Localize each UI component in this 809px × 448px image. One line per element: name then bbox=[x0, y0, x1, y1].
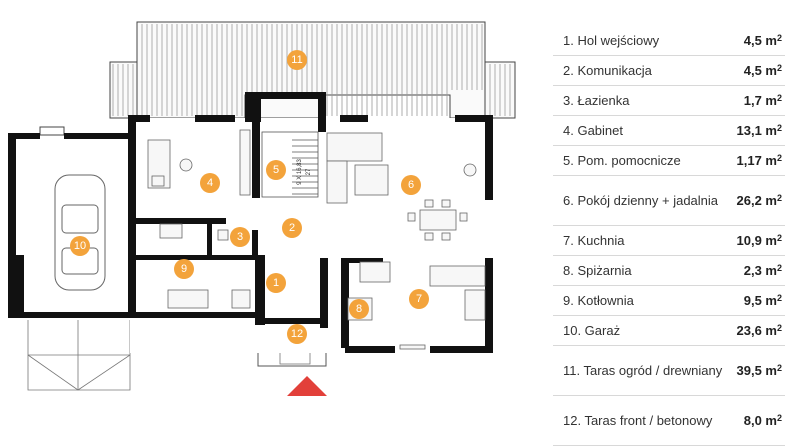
legend-row: 11. Taras ogród / drewniany 39,5 m2 bbox=[553, 346, 785, 396]
legend-room-area: 1,17 m2 bbox=[736, 153, 783, 168]
room-marker-4: 4 bbox=[200, 173, 220, 193]
svg-text:2: 2 bbox=[289, 222, 295, 234]
entrance-arrow bbox=[287, 376, 327, 396]
legend-room-area: 1,7 m2 bbox=[743, 93, 782, 108]
kitchen-furniture bbox=[359, 261, 486, 350]
walls bbox=[8, 92, 493, 353]
room-marker-11: 11 bbox=[287, 50, 307, 70]
legend-room-area: 23,6 m2 bbox=[736, 323, 783, 338]
legend-room-area: 4,5 m2 bbox=[743, 63, 782, 78]
svg-text:6: 6 bbox=[408, 179, 414, 191]
svg-text:8: 8 bbox=[356, 303, 362, 315]
legend-room-area: 4,5 m2 bbox=[743, 33, 782, 48]
legend-room-name: 3. Łazienka bbox=[563, 93, 630, 108]
legend-room-name: 4. Gabinet bbox=[563, 123, 623, 138]
room-marker-6: 6 bbox=[401, 175, 421, 195]
legend-room-area: 2,3 m2 bbox=[743, 263, 782, 278]
legend-room-name: 12. Taras front / betonowy bbox=[563, 413, 713, 428]
room-marker-12: 12 bbox=[287, 324, 307, 344]
garage-driveway bbox=[27, 320, 131, 391]
legend-row: 1. Hol wejściowy 4,5 m2 bbox=[553, 26, 785, 56]
study-furniture bbox=[147, 129, 251, 196]
legend-room-name: 1. Hol wejściowy bbox=[563, 33, 660, 48]
svg-text:10: 10 bbox=[74, 240, 86, 252]
legend-room-name: 9. Kotłownia bbox=[563, 293, 634, 308]
room-marker-8: 8 bbox=[349, 299, 369, 319]
legend-room-name: 2. Komunikacja bbox=[563, 63, 652, 78]
legend-row: 6. Pokój dzienny + jadalnia 26,2 m2 bbox=[553, 176, 785, 226]
legend-room-area: 26,2 m2 bbox=[736, 193, 783, 208]
legend-room-area: 39,5 m2 bbox=[736, 363, 783, 378]
legend-room-name: 8. Spiżarnia bbox=[563, 263, 632, 278]
svg-text:7: 7 bbox=[416, 293, 422, 305]
legend-room-name: 10. Garaż bbox=[563, 323, 621, 338]
legend-room-area: 9,5 m2 bbox=[743, 293, 782, 308]
svg-text:11: 11 bbox=[291, 54, 302, 66]
car-outline bbox=[54, 174, 106, 291]
svg-text:5: 5 bbox=[273, 164, 279, 176]
stair-label-size: 9 X 16,83 bbox=[297, 158, 303, 184]
svg-text:4: 4 bbox=[207, 177, 213, 189]
garden-terrace bbox=[109, 21, 516, 119]
svg-text:3: 3 bbox=[237, 231, 243, 243]
legend-room-name: 6. Pokój dzienny + jadalnia bbox=[563, 193, 719, 208]
room-marker-10: 10 bbox=[70, 236, 90, 256]
legend-row: 7. Kuchnia 10,9 m2 bbox=[553, 226, 785, 256]
legend-row: 5. Pom. pomocnicze 1,17 m2 bbox=[553, 146, 785, 176]
room-marker-2: 2 bbox=[282, 218, 302, 238]
svg-text:9: 9 bbox=[181, 263, 187, 275]
living-room-furniture bbox=[326, 132, 477, 241]
legend-row: 4. Gabinet 13,1 m2 bbox=[553, 116, 785, 146]
legend-row: 8. Spiżarnia 2,3 m2 bbox=[553, 256, 785, 286]
stair-label-count: 27 bbox=[306, 168, 312, 175]
room-marker-9: 9 bbox=[174, 259, 194, 279]
legend-room-name: 5. Pom. pomocnicze bbox=[563, 153, 681, 168]
room-marker-7: 7 bbox=[409, 289, 429, 309]
legend-room-area: 10,9 m2 bbox=[736, 233, 783, 248]
svg-text:12: 12 bbox=[291, 328, 303, 340]
staircase: 9 X 16,83 27 bbox=[261, 131, 319, 198]
legend-row: 12. Taras front / betonowy 8,0 m2 bbox=[553, 396, 785, 446]
legend-room-name: 11. Taras ogród / drewniany bbox=[563, 363, 723, 378]
legend-room-area: 8,0 m2 bbox=[743, 413, 782, 428]
legend-row: 3. Łazienka 1,7 m2 bbox=[553, 86, 785, 116]
legend-room-name: 7. Kuchnia bbox=[563, 233, 625, 248]
room-marker-3: 3 bbox=[230, 227, 250, 247]
room-marker-5: 5 bbox=[266, 160, 286, 180]
legend-row: 2. Komunikacja 4,5 m2 bbox=[553, 56, 785, 86]
legend-row: 10. Garaż 23,6 m2 bbox=[553, 316, 785, 346]
legend-row: 9. Kotłownia 9,5 m2 bbox=[553, 286, 785, 316]
room-area-legend: 1. Hol wejściowy 4,5 m2 2. Komunikacja 4,5 … bbox=[553, 26, 785, 446]
svg-text:1: 1 bbox=[273, 277, 279, 289]
room-marker-1: 1 bbox=[266, 273, 286, 293]
legend-room-area: 13,1 m2 bbox=[736, 123, 783, 138]
